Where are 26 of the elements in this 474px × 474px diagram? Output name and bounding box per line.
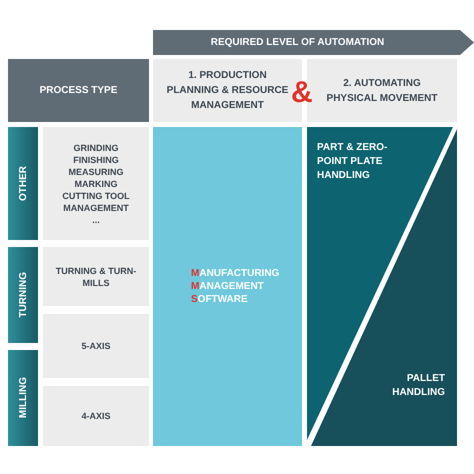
label-text: 5-AXIS [81, 340, 110, 352]
label-text: OTHER [16, 166, 30, 201]
label-text: TURNING & TURN-MILLS [54, 264, 138, 288]
label-text: MARKING [74, 178, 118, 190]
label-text: MILLING [16, 377, 30, 419]
category-tab [8, 127, 38, 240]
label-text: PART & ZERO-POINT PLATE HANDLING [317, 141, 388, 183]
label-text: 1. PRODUCTION PLANNING & RESOURCE MANAGEMENT [166, 69, 290, 113]
label-text: GRINDING [74, 142, 118, 154]
header-box [8, 59, 149, 122]
label-text: REQUIRED LEVEL OF AUTOMATION [210, 36, 384, 50]
ampersand-sign: & [291, 76, 313, 110]
software-panel [153, 127, 302, 446]
category-tab [8, 247, 38, 343]
label-text: ... [92, 214, 100, 226]
label-text: 2. AUTOMATING PHYSICAL MOVEMENT [326, 76, 438, 106]
label-text: PROCESS TYPE [40, 84, 118, 98]
category-tab [8, 350, 38, 446]
label-text: FINISHING [73, 154, 119, 166]
label-text: 4-AXIS [81, 410, 110, 422]
label-text: PALLET HANDLING [391, 372, 445, 400]
label-text: MEASURING [68, 166, 124, 178]
label-text: TURNING [16, 272, 30, 318]
arrow-banner [153, 30, 474, 55]
label-text: CUTTING TOOL MANAGEMENT [61, 190, 131, 214]
label-text: MANUFACTURING MANAGEMENT SOFTWARE [191, 267, 280, 306]
